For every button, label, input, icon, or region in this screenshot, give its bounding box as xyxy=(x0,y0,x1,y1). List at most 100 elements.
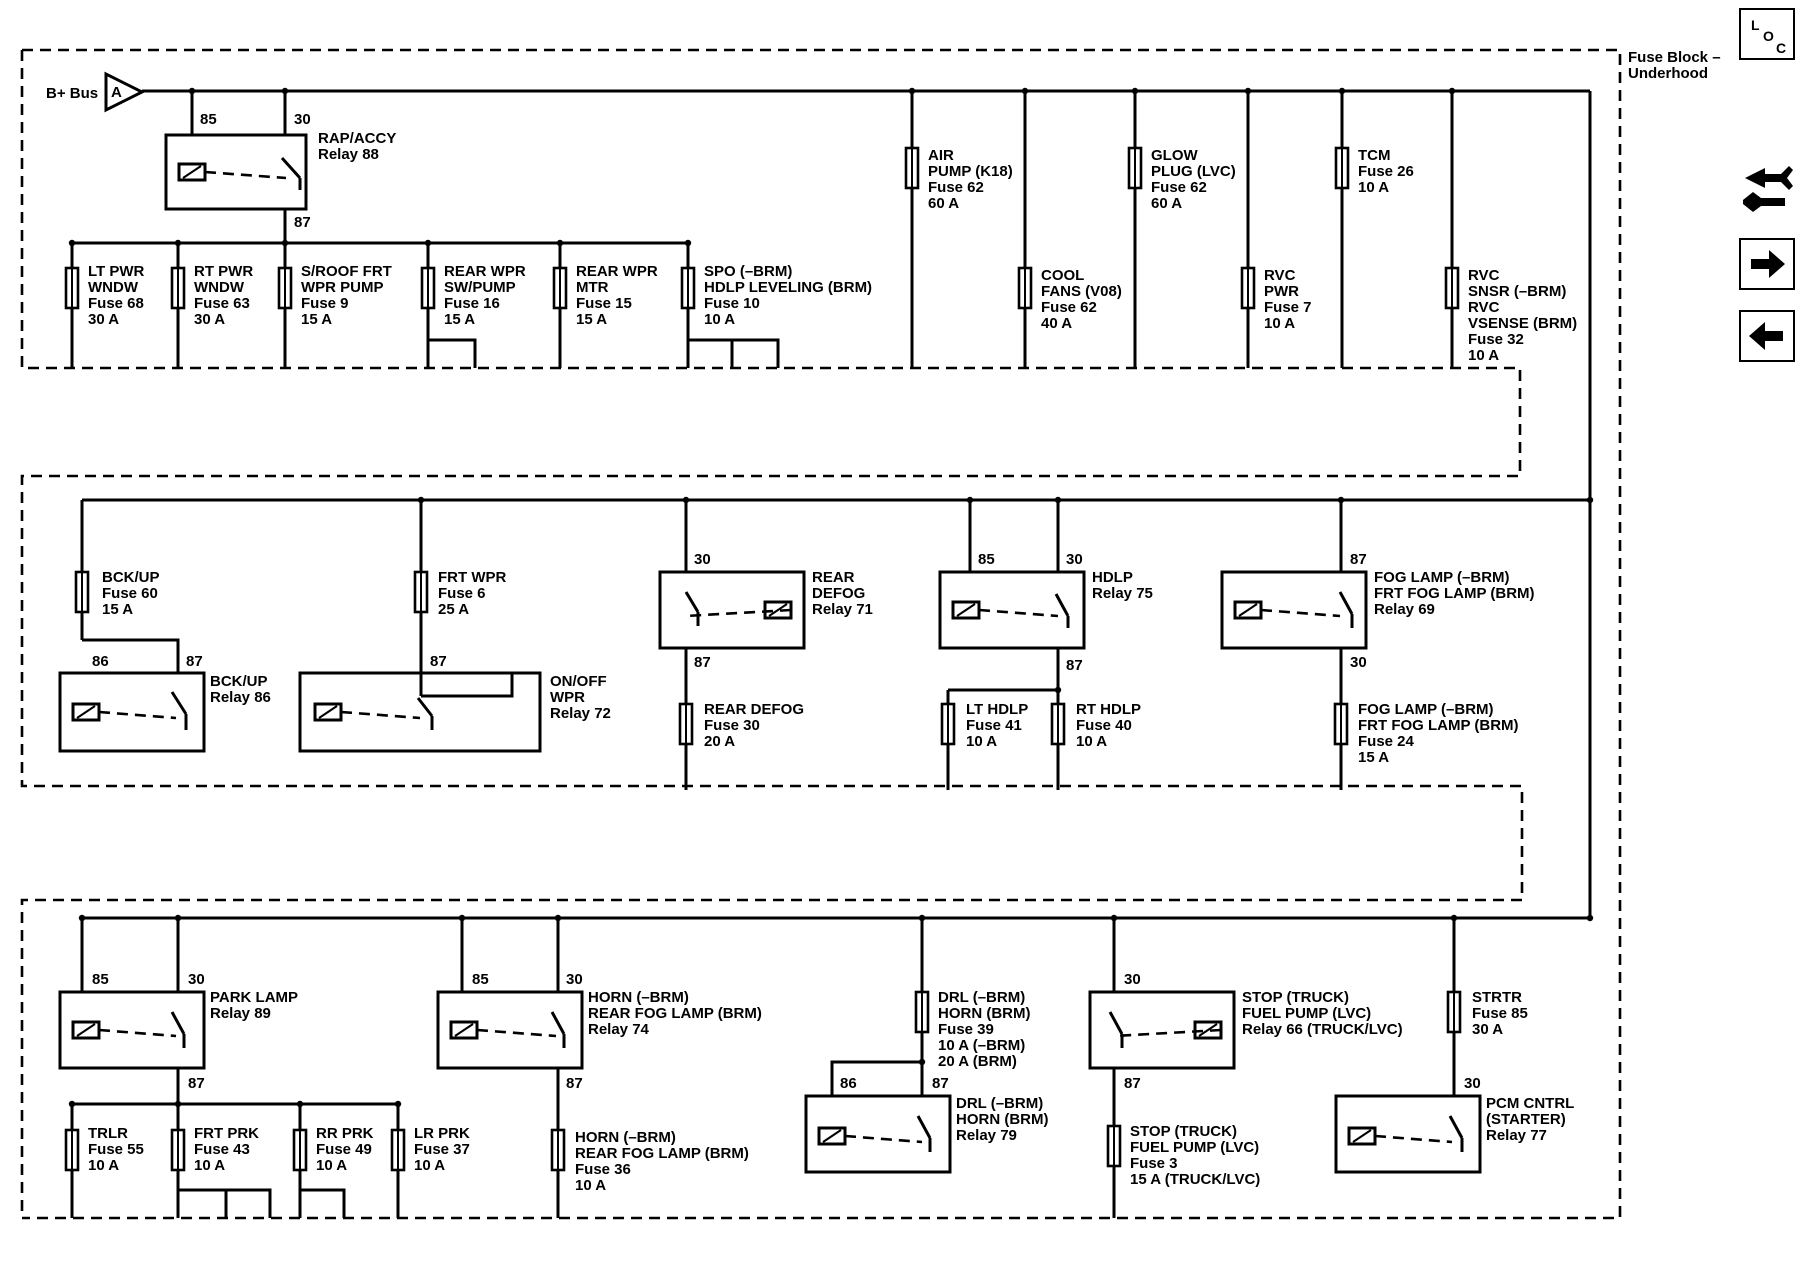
relay-89-switch xyxy=(170,1011,186,1048)
relay-86 xyxy=(58,671,206,753)
relay-armature-link xyxy=(844,1134,923,1144)
relay-69-label: FOG LAMP (–BRM)FRT FOG LAMP (BRM)Relay 6… xyxy=(1374,569,1535,618)
wire xyxy=(421,673,514,698)
relay-armature-link xyxy=(978,608,1059,618)
relay-89-pin-87: 87 xyxy=(188,1075,205,1092)
loc-button[interactable]: L O C xyxy=(1739,8,1795,60)
relay-69-pin-30: 30 xyxy=(1350,654,1367,671)
relay-armature-link xyxy=(98,710,177,720)
wire xyxy=(428,338,477,368)
relay-coil-winding xyxy=(182,165,202,179)
relay-armature-link xyxy=(1374,1134,1453,1144)
relay-77-pin-30: 30 xyxy=(1464,1075,1481,1092)
relay-88-pin-87: 87 xyxy=(294,214,311,231)
relay-71-switch xyxy=(684,591,700,626)
relay-86-pin-86: 86 xyxy=(92,653,109,670)
relay-armature-link xyxy=(476,1028,557,1038)
relay-coil-winding xyxy=(1352,1129,1372,1143)
relay-coil-winding xyxy=(768,603,788,617)
relay-89-pin-85: 85 xyxy=(92,971,109,988)
relay-74 xyxy=(436,990,584,1070)
relay-armature-link xyxy=(1260,608,1341,618)
relay-coil-winding xyxy=(1198,1023,1218,1037)
relay-69 xyxy=(1220,570,1368,650)
relay-77-label: PCM CNTRL(STARTER)Relay 77 xyxy=(1486,1095,1574,1144)
relay-79-pin-87: 87 xyxy=(932,1075,949,1092)
next-page-button[interactable] xyxy=(1739,238,1795,290)
relay-72 xyxy=(298,671,542,753)
relay-71-pin-30: 30 xyxy=(694,551,711,568)
fuse-block-section-outline xyxy=(20,50,1524,1218)
relay-79-switch xyxy=(916,1115,932,1152)
relay-71 xyxy=(658,570,806,650)
wire xyxy=(830,1060,922,1096)
relay-72-switch xyxy=(416,697,434,730)
svg-text:L: L xyxy=(1751,17,1760,33)
relay-75-switch xyxy=(1054,593,1070,628)
wire xyxy=(82,638,180,673)
component-locator-button[interactable] xyxy=(1739,160,1795,212)
relay-74-pin-30: 30 xyxy=(566,971,583,988)
relay-coil-winding xyxy=(822,1129,842,1143)
fuse-label: FOG LAMP (–BRM)FRT FOG LAMP (BRM)Fuse 24… xyxy=(1358,701,1519,766)
relay-coil-winding xyxy=(1238,603,1258,617)
relay-74-switch xyxy=(550,1011,566,1048)
arrow-right-icon xyxy=(1751,250,1785,278)
relay-coil-winding xyxy=(956,603,976,617)
relay-armature-link xyxy=(340,710,421,720)
relay-75-pin-87: 87 xyxy=(1066,657,1083,674)
relay-79 xyxy=(804,1094,952,1174)
relay-75 xyxy=(938,570,1086,650)
relay-88-switch xyxy=(280,156,302,190)
svg-text:O: O xyxy=(1763,28,1774,44)
previous-page-button[interactable] xyxy=(1739,310,1795,362)
relay-75-pin-85: 85 xyxy=(978,551,995,568)
relay-86-pin-87: 87 xyxy=(186,653,203,670)
relay-coil-winding xyxy=(76,1023,96,1037)
relay-coil-winding xyxy=(318,705,338,719)
relay-88-pin-30: 30 xyxy=(294,111,311,128)
relay-coil-winding xyxy=(76,705,96,719)
relay-72-pin-87: 87 xyxy=(430,653,447,670)
fuse-block-title: Fuse Block –Underhood xyxy=(1628,49,1721,82)
relay-74-pin-87: 87 xyxy=(566,1075,583,1092)
relay-69-switch xyxy=(1338,591,1354,628)
relay-66 xyxy=(1088,990,1236,1070)
wire xyxy=(688,338,780,368)
relay-66-switch xyxy=(1108,1011,1124,1048)
svg-text:C: C xyxy=(1776,40,1786,56)
bus-label: B+ Bus xyxy=(46,85,98,102)
junction-dot xyxy=(918,1058,926,1066)
junction-dot xyxy=(1586,914,1594,922)
relay-74-label: HORN (–BRM)REAR FOG LAMP (BRM)Relay 74 xyxy=(588,989,762,1038)
loc-icon: L O C xyxy=(1751,17,1786,56)
relay-71-pin-87: 87 xyxy=(694,654,711,671)
relay-88 xyxy=(164,133,308,211)
junction-dot xyxy=(1586,496,1594,504)
relay-coil-winding xyxy=(454,1023,474,1037)
relay-88-pin-85: 85 xyxy=(200,111,217,128)
